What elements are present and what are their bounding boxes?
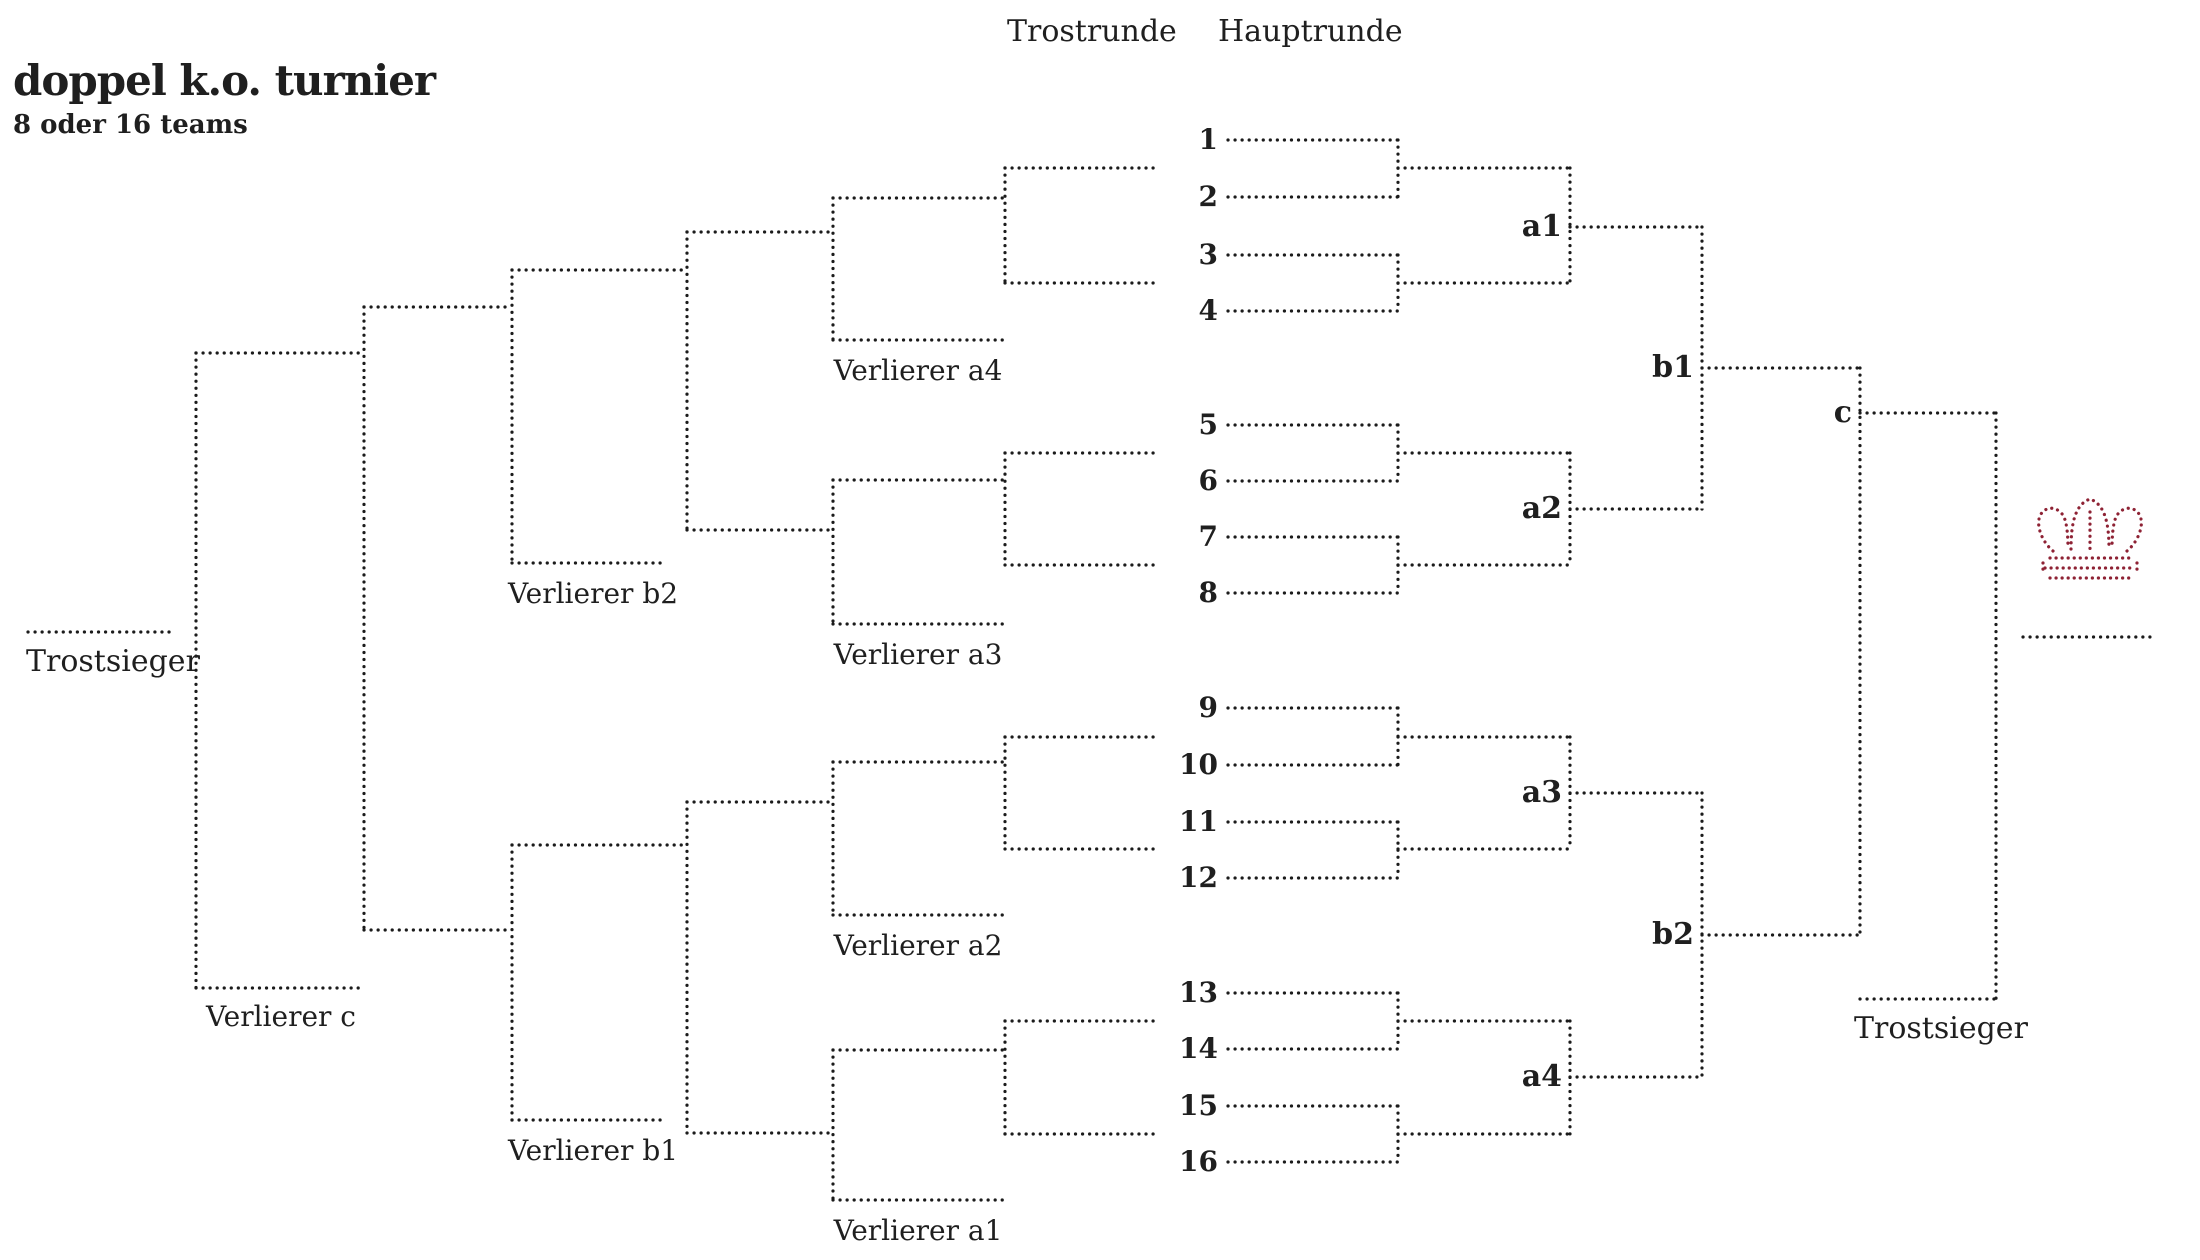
match-label-c: c	[1833, 395, 1852, 430]
team-number-14: 14	[1179, 1032, 1218, 1065]
main-r16-brackets	[1396, 138, 1572, 1164]
consolation-r1-brackets	[831, 166, 1007, 1136]
label-verlierer-a3: Verlierer a3	[833, 638, 1003, 671]
main-team-lines	[1226, 138, 1400, 1164]
match-label-b1: b1	[1652, 350, 1694, 385]
team-number-11: 11	[1179, 805, 1218, 838]
team-number-10: 10	[1179, 748, 1218, 781]
team-number-7: 7	[1198, 520, 1218, 553]
team-number-5: 5	[1198, 408, 1218, 441]
team-number-2: 2	[1198, 180, 1218, 213]
label-trostsieger-right: Trostsieger	[1854, 1011, 2028, 1046]
main-final-brackets	[1858, 366, 1998, 1001]
label-verlierer-b1: Verlierer b1	[508, 1134, 679, 1167]
column-header-trostrunde: Trostrunde	[1007, 14, 1177, 49]
team-number-1: 1	[1198, 123, 1218, 156]
team-number-4: 4	[1198, 294, 1218, 327]
consolation-final-brackets	[194, 305, 367, 990]
label-verlierer-a4: Verlierer a4	[833, 354, 1003, 387]
team-number-13: 13	[1179, 976, 1218, 1009]
crown-icon	[2037, 497, 2143, 580]
match-label-b2: b2	[1652, 917, 1694, 952]
consolation-r4-brackets	[362, 268, 667, 1122]
consolation-r2-brackets	[685, 196, 1005, 1202]
column-header-hauptrunde: Hauptrunde	[1218, 14, 1403, 49]
page-subtitle: 8 oder 16 teams	[13, 110, 248, 140]
label-verlierer-a2: Verlierer a2	[833, 929, 1003, 962]
main-b-brackets	[1700, 225, 1862, 1079]
team-number-12: 12	[1179, 861, 1218, 894]
team-number-6: 6	[1198, 464, 1218, 497]
label-verlierer-b2: Verlierer b2	[508, 577, 679, 610]
main-a-brackets	[1568, 166, 1704, 1136]
team-number-3: 3	[1198, 238, 1218, 271]
consolation-r3-brackets	[510, 230, 689, 1135]
match-label-a3: a3	[1521, 775, 1562, 810]
page-title: doppel k.o. turnier	[13, 56, 436, 105]
label-trostsieger-left: Trostsieger	[26, 644, 200, 679]
label-verlierer-a1: Verlierer a1	[833, 1214, 1003, 1247]
match-label-a2: a2	[1521, 491, 1562, 526]
match-label-a4: a4	[1521, 1059, 1562, 1094]
team-number-9: 9	[1198, 691, 1218, 724]
consolation-entry-lines	[1003, 166, 1157, 1136]
team-number-15: 15	[1179, 1089, 1218, 1122]
team-number-16: 16	[1179, 1145, 1218, 1178]
match-label-a1: a1	[1521, 209, 1562, 244]
label-verlierer-c: Verlierer c	[205, 1000, 356, 1033]
team-number-8: 8	[1198, 576, 1218, 609]
